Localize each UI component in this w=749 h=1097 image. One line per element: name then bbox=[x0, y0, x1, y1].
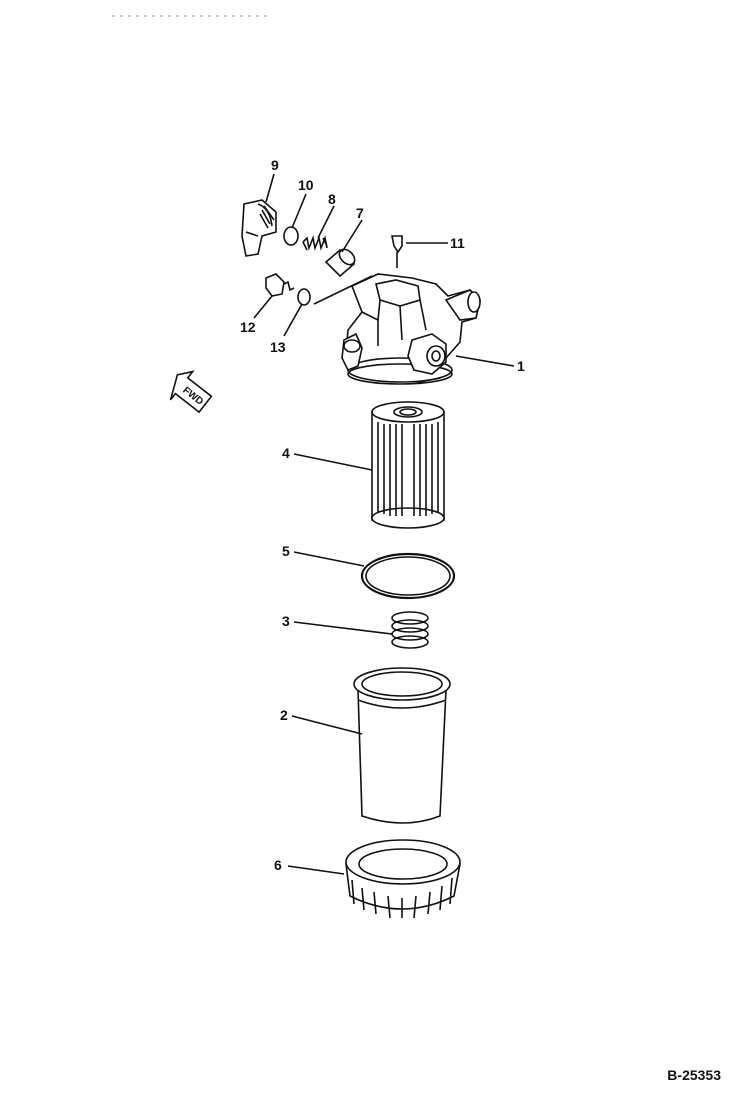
leader-9 bbox=[265, 173, 275, 203]
callout-1: 1 bbox=[517, 358, 525, 374]
part-9-drawing bbox=[241, 199, 277, 257]
leader-lines bbox=[253, 173, 515, 875]
callout-13: 13 bbox=[270, 339, 286, 355]
callout-numbers: 9 10 8 7 11 12 13 1 4 5 3 2 6 bbox=[240, 157, 525, 873]
callout-9: 9 bbox=[271, 157, 279, 173]
leader-13 bbox=[283, 303, 303, 337]
leader-5 bbox=[293, 551, 365, 567]
leader-10 bbox=[291, 193, 307, 229]
part-12-drawing bbox=[265, 273, 295, 297]
callout-4: 4 bbox=[282, 445, 290, 461]
part-8-drawing bbox=[302, 235, 328, 251]
part-4-drawing bbox=[371, 401, 445, 529]
callout-6: 6 bbox=[274, 857, 282, 873]
leader-4 bbox=[293, 453, 373, 471]
callout-7: 7 bbox=[356, 205, 364, 221]
leader-7 bbox=[341, 219, 363, 253]
callout-3: 3 bbox=[282, 613, 290, 629]
part-7-drawing bbox=[324, 248, 356, 278]
part-11-drawing bbox=[391, 235, 403, 268]
callout-10: 10 bbox=[298, 177, 314, 193]
leader-12 bbox=[253, 295, 273, 319]
leader-6 bbox=[287, 865, 345, 875]
leader-2 bbox=[291, 715, 363, 735]
callout-8: 8 bbox=[328, 191, 336, 207]
callout-2: 2 bbox=[280, 707, 288, 723]
callout-5: 5 bbox=[282, 543, 290, 559]
callout-11: 11 bbox=[450, 235, 465, 251]
part-10-drawing bbox=[283, 226, 299, 246]
leader-8 bbox=[317, 205, 335, 239]
part-2-drawing bbox=[353, 667, 451, 824]
part-13-drawing bbox=[297, 288, 311, 306]
part-3-drawing bbox=[391, 611, 429, 649]
part-6-drawing bbox=[345, 839, 461, 919]
figure-code: B-25353 bbox=[667, 1067, 721, 1083]
part-1-drawing bbox=[341, 273, 481, 385]
fwd-arrow-icon: FWD bbox=[169, 370, 213, 414]
callout-12: 12 bbox=[240, 319, 256, 335]
part-5-drawing bbox=[360, 552, 456, 600]
leader-13-to-head bbox=[313, 275, 373, 305]
leader-3 bbox=[293, 621, 393, 635]
leader-1 bbox=[455, 355, 515, 367]
